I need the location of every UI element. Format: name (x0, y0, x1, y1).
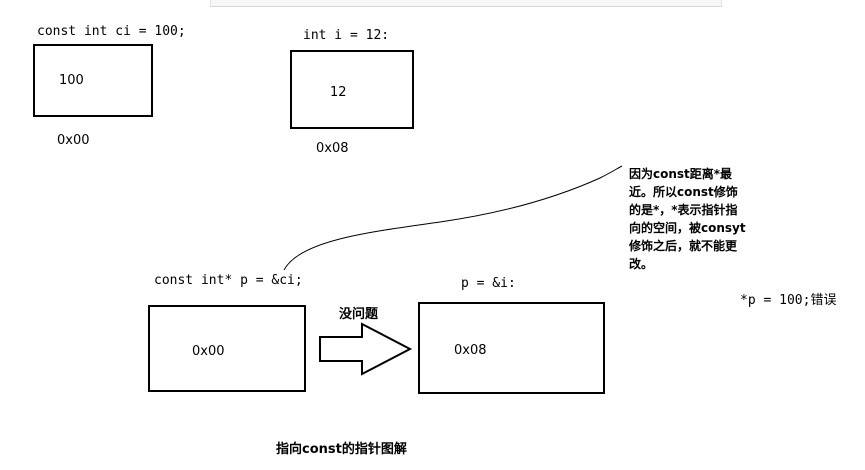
note-line: 修饰之后，就不能更 (629, 239, 738, 253)
reassigned-pointer-box: 0x08 (418, 302, 605, 394)
note-line: 改。 (629, 257, 654, 271)
i-memory-box: 12 (290, 50, 414, 129)
arrow-label: 没问题 (339, 307, 379, 322)
note-line: 向的空间，被consyt (629, 221, 746, 235)
pointer-value: 0x00 (192, 344, 225, 359)
pointer-memory-box: 0x00 (148, 305, 306, 392)
diagram-caption: 指向const的指针图解 (276, 442, 407, 457)
ci-declaration: const int ci = 100; (37, 24, 186, 39)
note-line: 近。所以const修饰 (629, 185, 738, 199)
note-line: 因为const距离*最 (629, 167, 733, 181)
window-top-edge (210, 0, 722, 7)
reassign-declaration: p = &i: (461, 276, 516, 291)
ci-memory-box: 100 (33, 44, 153, 117)
i-declaration: int i = 12: (303, 28, 390, 43)
block-arrow (319, 322, 413, 376)
error-note: *p = 100;错误 (740, 293, 837, 308)
ci-value: 100 (59, 73, 84, 88)
i-value: 12 (330, 85, 347, 100)
reassigned-pointer-value: 0x08 (454, 343, 487, 358)
pointer-declaration: const int* p = &ci; (154, 273, 303, 288)
i-address: 0x08 (316, 141, 349, 156)
ci-address: 0x00 (57, 133, 90, 148)
note-line: 的是*，*表示指针指 (629, 203, 738, 217)
note-connector-curve (283, 165, 623, 271)
explanation-note: 因为const距离*最 近。所以const修饰 的是*，*表示指针指 向的空间，… (629, 165, 779, 273)
